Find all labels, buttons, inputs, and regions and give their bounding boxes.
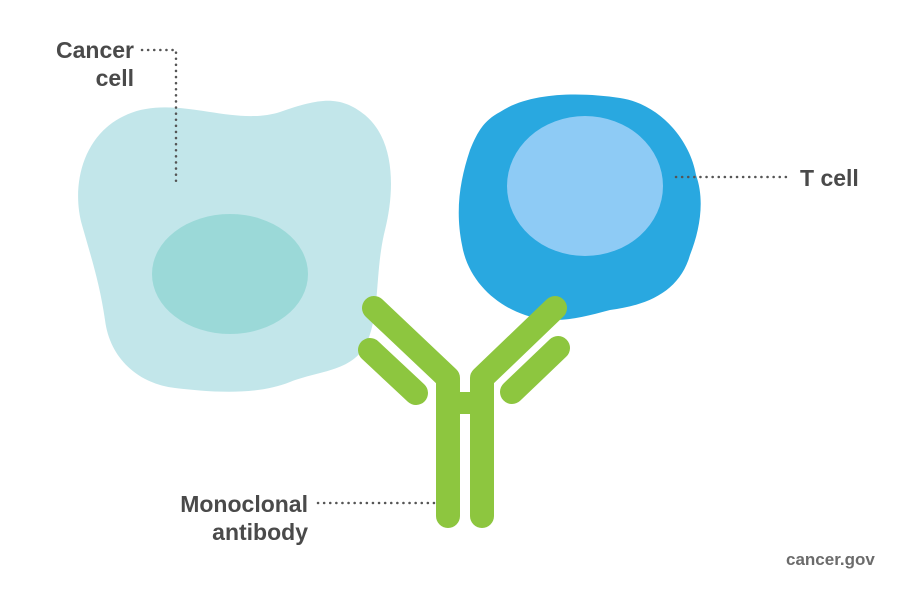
antibody-label-line: antibody (212, 519, 308, 545)
antibody-heavy-chain-right (470, 296, 567, 528)
cancer-cell-nucleus (152, 214, 308, 334)
antibody-light-chain-right (500, 336, 570, 404)
antibody-label-line: Monoclonal (180, 491, 308, 517)
monoclonal-antibody (358, 296, 570, 528)
cancer-cell-label-line: Cancer (56, 37, 134, 63)
source-credit: cancer.gov (786, 550, 875, 569)
antibody-label: Monoclonal antibody (140, 490, 308, 546)
antibody-heavy-chain-left (362, 296, 460, 528)
cancer-cell-label: Cancer cell (36, 36, 134, 92)
antibody-light-chain-left (358, 338, 428, 405)
t-cell-nucleus (507, 116, 663, 256)
t-cell-label: T cell (800, 165, 859, 191)
cancer-cell-label-line: cell (95, 65, 134, 91)
antibody-hinge (455, 392, 475, 414)
cancer-cell-leader-line (140, 48, 178, 184)
